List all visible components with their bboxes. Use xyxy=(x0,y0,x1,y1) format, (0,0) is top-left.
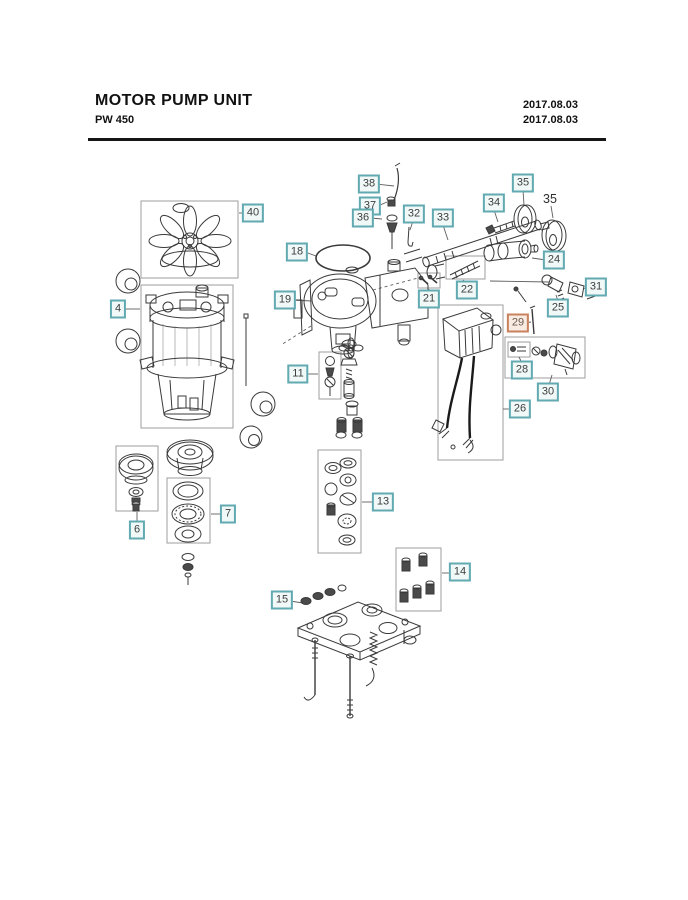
callout-38: 38 xyxy=(357,174,381,194)
unloader-group-box xyxy=(504,336,586,379)
piston-guide-part xyxy=(483,239,539,262)
callout-30: 30 xyxy=(536,382,560,402)
fan-part xyxy=(148,203,232,277)
page-title: MOTOR PUMP UNIT xyxy=(95,92,253,109)
part-group-boxes xyxy=(115,200,586,612)
o-ring-part xyxy=(315,244,371,272)
callout-35: 35 xyxy=(511,173,535,193)
callout-35: 35 xyxy=(543,191,557,206)
washer-discs-part xyxy=(513,204,567,252)
callout-24: 24 xyxy=(542,250,566,270)
callout-21: 21 xyxy=(417,289,441,309)
pin-part-29 xyxy=(513,286,536,335)
callout-34: 34 xyxy=(482,193,506,213)
callout-29: 29 xyxy=(506,313,530,333)
callout-33: 33 xyxy=(431,208,455,228)
bolt-part-34 xyxy=(485,220,516,235)
fan-group-box xyxy=(140,200,239,279)
callout-13: 13 xyxy=(371,492,395,512)
motor-group-box xyxy=(140,284,234,429)
callout-14: 14 xyxy=(448,562,472,582)
callout-6: 6 xyxy=(128,520,146,540)
callout-28: 28 xyxy=(510,360,534,380)
harness-part xyxy=(431,307,502,454)
coupling-part-22 xyxy=(449,260,481,280)
revision-date-1: 2017.08.03 xyxy=(522,99,578,111)
valve-parts-11 xyxy=(324,339,363,439)
coupling-group-box xyxy=(445,255,486,280)
callout-26: 26 xyxy=(508,399,532,419)
callout-11: 11 xyxy=(287,364,309,384)
revision-dates: 2017.08.03 2017.08.03 xyxy=(523,98,578,128)
screws-part-21 xyxy=(418,274,438,285)
callout-22: 22 xyxy=(455,280,479,300)
callout-36: 36 xyxy=(351,208,375,228)
bearing-kit-part xyxy=(171,481,205,585)
callout-15: 15 xyxy=(270,590,294,610)
harness-group-box xyxy=(437,304,504,461)
callout-32: 32 xyxy=(402,204,426,224)
parts xyxy=(115,162,602,719)
callout-18: 18 xyxy=(285,242,309,262)
motor-part xyxy=(139,284,249,421)
outlet-tube-part xyxy=(386,162,401,249)
callout-19: 19 xyxy=(273,290,297,310)
leader-lines xyxy=(124,183,590,604)
valve-kit-part-14 xyxy=(399,552,435,603)
callout-4: 4 xyxy=(109,299,127,319)
callout-40: 40 xyxy=(241,203,265,223)
valve-part-25 xyxy=(541,274,565,301)
valve-kit-group-box xyxy=(395,547,442,612)
pulley-kit-part xyxy=(118,453,154,512)
callout-31: 31 xyxy=(584,277,608,297)
pin-part xyxy=(407,226,414,247)
pulley-part xyxy=(166,439,214,476)
revision-date-2: 2017.08.03 xyxy=(522,114,578,126)
grommet-parts xyxy=(115,268,276,449)
header-divider xyxy=(88,138,606,141)
seal-kit-part-13 xyxy=(324,457,357,546)
screw-group-box xyxy=(417,272,441,289)
valve-group-box xyxy=(318,351,342,400)
page-header: MOTOR PUMP UNIT PW 450 xyxy=(95,92,252,126)
seal-kit-group-box xyxy=(317,449,362,554)
callout-7: 7 xyxy=(219,504,237,524)
callout-25: 25 xyxy=(546,298,570,318)
unloader-part xyxy=(510,343,581,376)
model-number: PW 450 xyxy=(95,114,135,126)
bearing-group-box xyxy=(166,477,211,544)
manifold-part-15 xyxy=(296,584,422,719)
